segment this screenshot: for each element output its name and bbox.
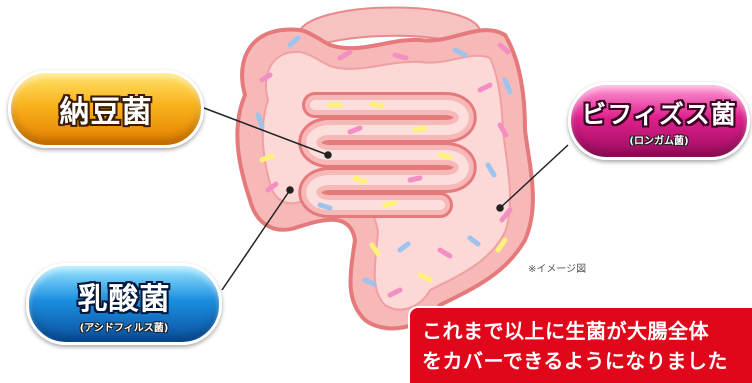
banner-line-2: をカバーできるようになりました (422, 346, 752, 376)
banner-line-1: これまで以上に生菌が大腸全体 (422, 316, 752, 346)
coverage-banner: これまで以上に生菌が大腸全体 をカバーできるようになりました (408, 306, 752, 383)
bifidus-strain-name: (ロンガム菌) (629, 132, 688, 147)
lactic-bacteria-name: 乳酸菌 (78, 274, 171, 318)
lactic-strain-name: (アシドフィルス菌) (80, 319, 169, 334)
bifidus-bacteria-name: ビフィズス菌 (581, 95, 737, 131)
natto-bacteria-label: 納豆菌 (8, 70, 204, 148)
lactic-bacteria-label: 乳酸菌 (アシドフィルス菌) (26, 263, 222, 345)
natto-bacteria-name: 納豆菌 (60, 87, 153, 131)
bifidus-bacteria-label: ビフィズス菌 (ロンガム菌) (568, 82, 750, 160)
image-note: ※イメージ図 (528, 260, 586, 275)
